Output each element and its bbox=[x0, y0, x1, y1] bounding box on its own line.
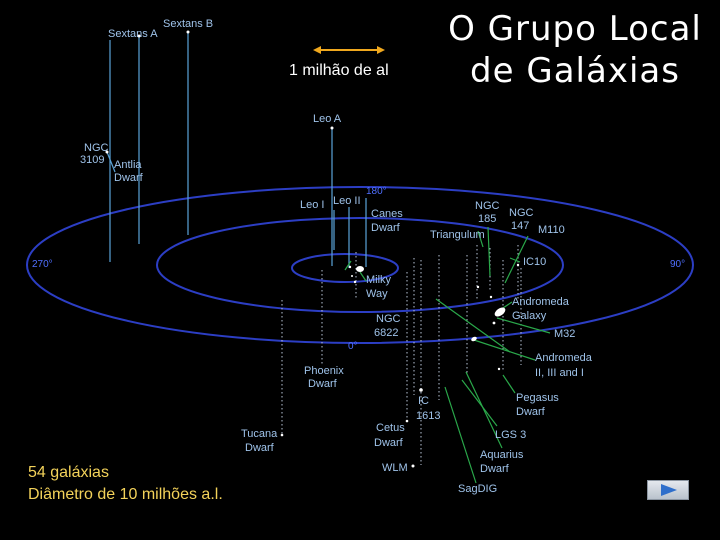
leo-a-marker bbox=[331, 127, 334, 130]
label-ngc6822-1: NGC bbox=[376, 313, 401, 325]
title-line-1: O Grupo Local bbox=[440, 8, 710, 50]
label-ngc3109-1: NGC bbox=[84, 142, 109, 154]
label-ngc147-1: NGC bbox=[509, 207, 534, 219]
label-ngc185-1: NGC bbox=[475, 200, 500, 212]
label-wlm: WLM bbox=[382, 462, 408, 474]
degree-90: 90° bbox=[670, 259, 685, 270]
label-pegasus-1: Pegasus bbox=[516, 392, 559, 404]
label-ic1613-2: 1613 bbox=[416, 410, 440, 422]
galaxy-count: 54 galáxias bbox=[28, 462, 223, 484]
label-ic1613-1: IC bbox=[418, 395, 429, 407]
degree-270: 270° bbox=[32, 259, 53, 270]
label-m110: M110 bbox=[538, 224, 565, 236]
label-ngc3109-2: 3109 bbox=[80, 154, 104, 166]
label-andromeda-sats-1: Andromeda bbox=[535, 352, 593, 364]
label-leo-i: Leo I bbox=[300, 199, 324, 211]
slide-title: O Grupo Local de Galáxias bbox=[440, 8, 710, 92]
label-cetus-1: Cetus bbox=[376, 422, 405, 434]
degree-180: 180° bbox=[366, 186, 387, 197]
label-milky-way-1: Milky bbox=[366, 274, 392, 286]
footer-caption: 54 galáxias Diâmetro de 10 milhões a.l. bbox=[28, 462, 223, 506]
scale-bar-label: 1 milhão de al bbox=[289, 62, 389, 80]
label-phoenix-2: Dwarf bbox=[308, 378, 338, 390]
title-line-2: de Galáxias bbox=[440, 50, 710, 92]
label-milky-way-2: Way bbox=[366, 288, 388, 300]
label-andromeda-sats-2: II, III and I bbox=[535, 367, 584, 379]
label-lgs3: LGS 3 bbox=[495, 429, 526, 441]
label-ngc6822-2: 6822 bbox=[374, 327, 398, 339]
andromeda-marker bbox=[493, 306, 507, 319]
label-triangulum: Triangulum bbox=[430, 229, 485, 241]
label-leo-a: Leo A bbox=[313, 113, 342, 125]
label-andromeda-1: Andromeda bbox=[512, 296, 570, 308]
label-m32: M32 bbox=[554, 328, 575, 340]
tucana-marker bbox=[281, 434, 284, 437]
label-sagdig: SagDIG bbox=[458, 483, 497, 495]
label-andromeda-2: Galaxy bbox=[512, 310, 547, 322]
label-aquarius-2: Dwarf bbox=[480, 463, 510, 475]
label-canes-2: Dwarf bbox=[371, 222, 401, 234]
label-pegasus-2: Dwarf bbox=[516, 406, 546, 418]
label-canes-1: Canes bbox=[371, 208, 403, 220]
sextans-b-marker bbox=[187, 31, 190, 34]
label-antlia-2: Dwarf bbox=[114, 172, 144, 184]
label-ngc185-2: 185 bbox=[478, 213, 496, 225]
milky-way-marker bbox=[356, 266, 364, 272]
label-leo-ii: Leo II bbox=[333, 195, 361, 207]
label-ic10: IC10 bbox=[523, 256, 546, 268]
ring-outer bbox=[27, 187, 693, 343]
label-phoenix-1: Phoenix bbox=[304, 365, 344, 377]
label-ngc147-2: 147 bbox=[511, 220, 529, 232]
ic1613-marker bbox=[419, 388, 423, 392]
play-triangle-icon bbox=[661, 484, 677, 496]
degree-0: 0° bbox=[348, 341, 358, 352]
label-tucana-1: Tucana bbox=[241, 428, 278, 440]
label-cetus-2: Dwarf bbox=[374, 437, 404, 449]
label-tucana-2: Dwarf bbox=[245, 442, 275, 454]
label-sextans-b: Sextans B bbox=[163, 18, 213, 30]
label-aquarius-1: Aquarius bbox=[480, 449, 524, 461]
cetus-marker bbox=[406, 420, 409, 423]
wlm-marker bbox=[412, 465, 415, 468]
scale-bar-arrow bbox=[313, 46, 385, 54]
distance-rings bbox=[27, 187, 693, 343]
label-sextans-a: Sextans A bbox=[108, 28, 158, 40]
ring-middle bbox=[157, 218, 563, 312]
label-antlia-1: Antlia bbox=[114, 159, 142, 171]
next-slide-button[interactable] bbox=[647, 480, 689, 500]
group-diameter: Diâmetro de 10 milhões a.l. bbox=[28, 484, 223, 506]
